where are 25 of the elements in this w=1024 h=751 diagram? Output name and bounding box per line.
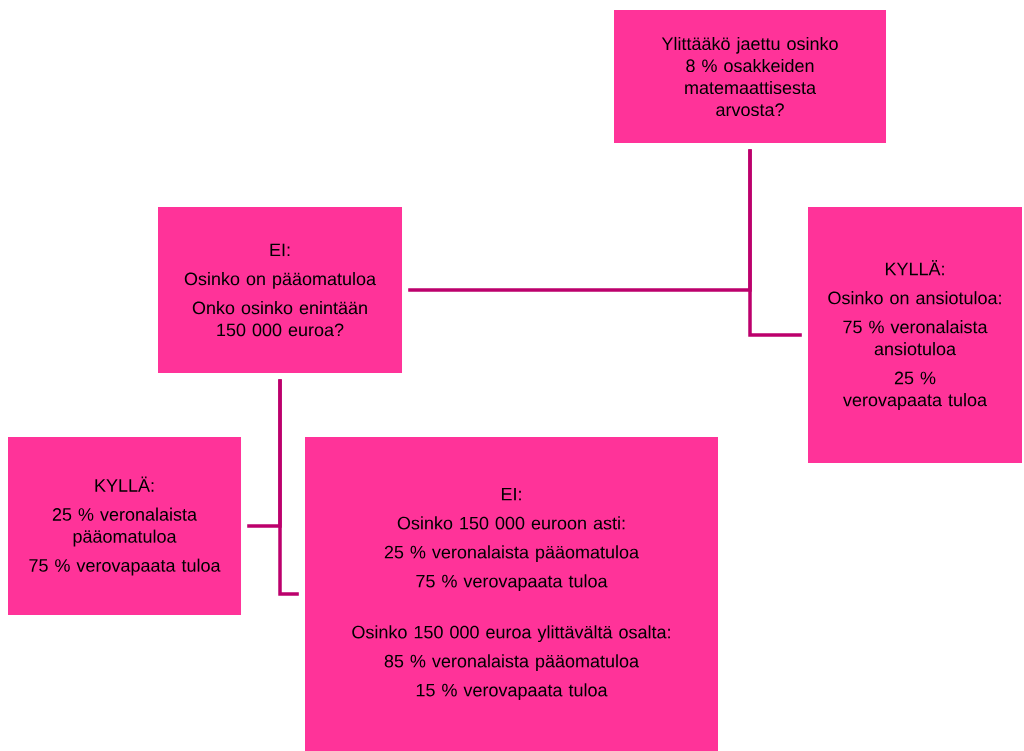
box-text: Osinko on pääomatuloa xyxy=(184,272,376,289)
box-text: 25 % veronalaista pääomatuloa xyxy=(52,507,197,547)
box-text: EI: xyxy=(270,243,290,257)
box-text: 15 % verovapaata tuloa xyxy=(416,683,608,701)
box-text: 25 % verovapaata tuloa xyxy=(843,371,987,410)
process-box xyxy=(614,10,886,143)
box-text: 25 % veronalaista pääomatuloa xyxy=(384,545,639,563)
process-box xyxy=(305,437,718,751)
box-text: KYLLÄ: xyxy=(95,476,154,492)
box-text: 85 % veronalaista pääomatuloa xyxy=(384,654,639,672)
box-text: Osinko 150 000 euroa ylittävältä osalta: xyxy=(352,625,670,643)
box-text: 75 % veronalaista ansiotuloa xyxy=(843,320,988,356)
connector-line xyxy=(278,379,299,596)
process-box xyxy=(158,207,402,373)
box-text: 75 % verovapaata tuloa xyxy=(29,558,221,576)
box-text: Osinko on ansiotuloa: xyxy=(828,291,1001,305)
box-text: KYLLÄ: xyxy=(885,260,944,276)
box-text: Osinko 150 000 euroon asti: xyxy=(397,516,625,530)
box-text: Onko osinko enintään 150 000 euroa? xyxy=(192,301,367,337)
box-text: 75 % verovapaata tuloa xyxy=(416,574,608,592)
box-text: Ylittääkö jaettu osinko 8 % osakkeiden matemaattisesta arvosta? xyxy=(661,36,838,117)
connector-line xyxy=(748,149,802,337)
box-text: EI: xyxy=(502,487,521,501)
process-box xyxy=(808,207,1022,463)
process-box xyxy=(8,437,241,615)
